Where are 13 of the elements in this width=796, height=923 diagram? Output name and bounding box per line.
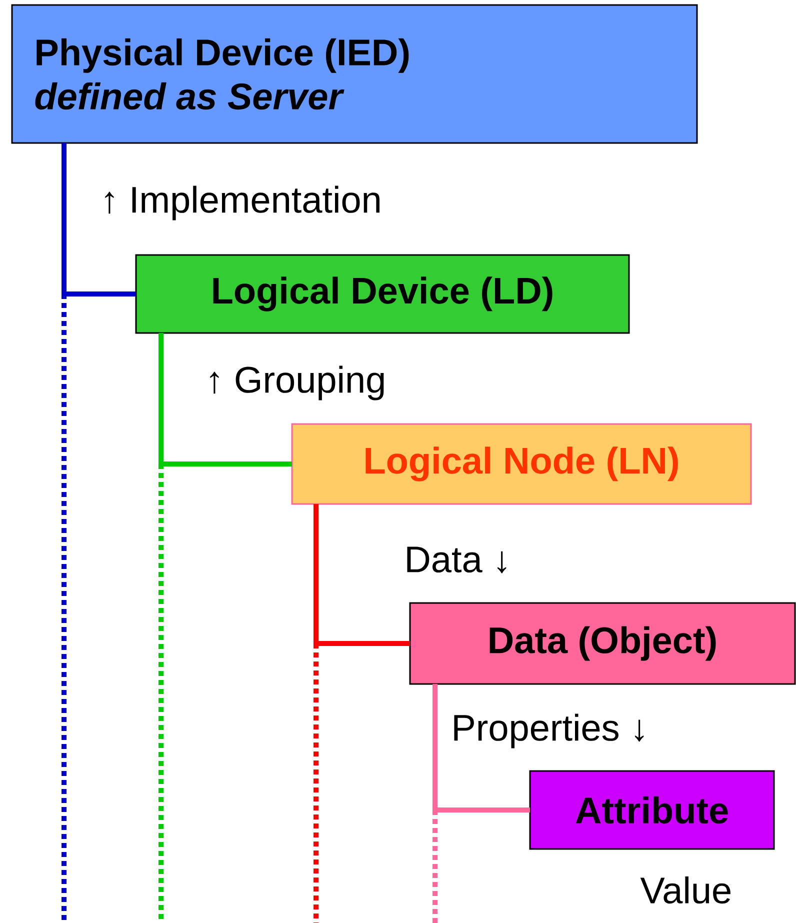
- box: Data (Object): [409, 602, 796, 685]
- connector: [158, 333, 292, 466]
- annotation-label: ↑ Grouping: [210, 366, 384, 400]
- box: Physical Device (IED) defined as Server: [11, 4, 698, 144]
- box: Logical Node (LN): [291, 423, 752, 505]
- connector: [432, 684, 530, 812]
- annotation-label: ↑ Implementation: [105, 186, 380, 220]
- box: Logical Device (LD): [135, 254, 630, 334]
- connector: [314, 504, 410, 646]
- connector: [62, 143, 136, 296]
- box: Attribute: [529, 770, 775, 850]
- annotation-label: Data ↓: [407, 546, 506, 574]
- annotation-label: Properties ↓: [454, 714, 644, 748]
